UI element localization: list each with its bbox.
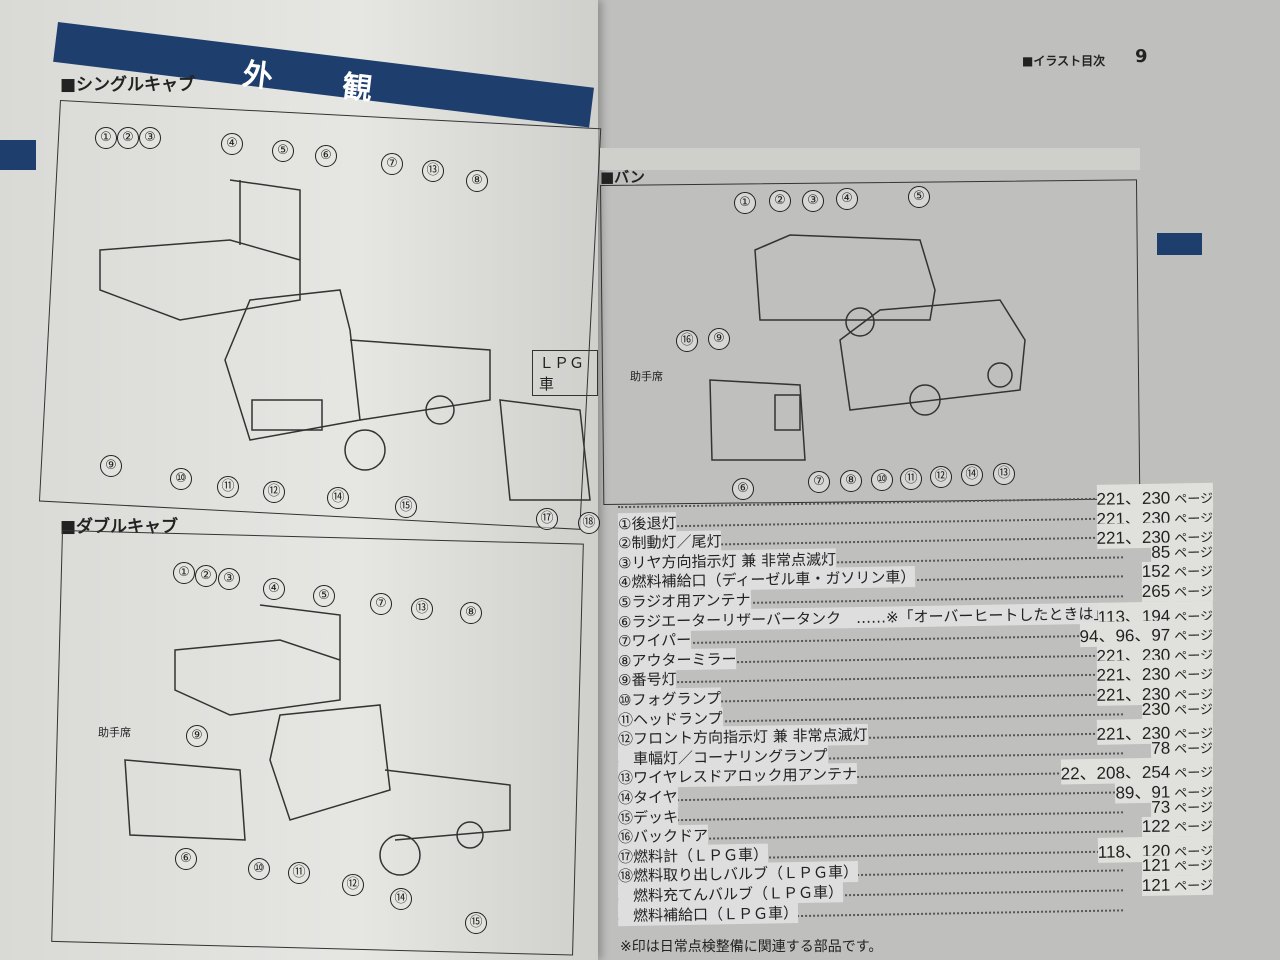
callout-2: ② [769,190,791,212]
callout-4: ④ [836,188,858,210]
van-passenger-inset [709,379,806,461]
callout-18: ⑱ [578,512,600,534]
callout-7: ⑦ [381,153,403,175]
footnote: ※印は日常点検整備に関連する部品です。 [620,939,883,955]
callout-7: ⑦ [370,593,392,615]
double-passenger-label: 助手席 [98,726,131,739]
lpg-inset [499,399,591,501]
callout-17: ⑰ [536,508,558,530]
chapter-tab [0,140,36,170]
van-title-band [600,148,1140,170]
callout-12: ⑫ [263,481,285,503]
callout-16: ⑯ [676,330,698,352]
callout-9: ⑨ [100,455,122,477]
callout-2: ② [117,127,139,149]
callout-11: ⑪ [217,476,239,498]
callout-3: ③ [218,568,240,590]
callout-1: ① [734,192,756,214]
callout-9: ⑨ [186,725,208,747]
van-passenger-label: 助手席 [630,370,663,383]
index-label: 燃料補給口（ＬＰＧ車） [617,901,799,926]
callout-4: ④ [263,578,285,600]
callout-4: ④ [221,133,243,155]
index-label: ⑭タイヤ [617,786,678,809]
callout-13: ⑬ [993,463,1015,485]
callout-8: ⑧ [840,470,862,492]
callout-3: ③ [139,127,161,149]
callout-5: ⑤ [272,140,294,162]
callout-10: ⑩ [248,858,270,880]
double-cab-title: ■ダブルキャブ [60,517,179,537]
single-front-deck [349,339,491,421]
callout-5: ⑤ [313,585,335,607]
single-cab-title: ■シングルキャブ [60,75,196,95]
callout-7: ⑦ [808,471,830,493]
callout-11: ⑪ [288,862,310,884]
lpg-label: ＬＰＧ車 [532,350,598,396]
callout-11: ⑪ [900,468,922,490]
callout-15: ⑮ [395,496,417,518]
callout-6: ⑥ [732,478,754,500]
callout-9: ⑨ [708,328,730,350]
truck-illustrations [99,179,591,876]
index-label: ⑨番号灯 [617,668,677,691]
front-van [839,299,1026,411]
page-number: 9 [1135,46,1148,67]
section-label: ■イラスト目次 [1022,54,1106,68]
callout-1: ① [173,562,195,584]
callout-14: ⑭ [390,888,412,910]
callout-14: ⑭ [961,464,983,486]
van-title: ■バン [600,168,645,186]
rear-van [754,234,936,321]
callout-13: ⑬ [411,598,433,620]
double-passenger-inset [124,759,246,841]
callout-6: ⑥ [175,848,197,870]
callout-5: ⑤ [908,186,930,208]
callout-14: ⑭ [327,487,349,509]
single-rear-deck [99,239,301,321]
callout-2: ② [195,565,217,587]
callout-1: ① [95,127,117,149]
callout-10: ⑩ [871,469,893,491]
double-rear-deck [174,639,341,716]
callout-10: ⑩ [170,468,192,490]
callout-15: ⑮ [465,912,487,934]
index-label: ⑦ワイパー [617,629,692,652]
callout-8: ⑧ [460,602,482,624]
double-cab [269,704,391,821]
callout-13: ⑬ [422,160,444,182]
callout-12: ⑫ [930,466,952,488]
callout-3: ③ [802,190,824,212]
callout-12: ⑫ [342,874,364,896]
callout-8: ⑧ [466,170,488,192]
callout-6: ⑥ [315,145,337,167]
chapter-tab-right [1157,233,1202,255]
